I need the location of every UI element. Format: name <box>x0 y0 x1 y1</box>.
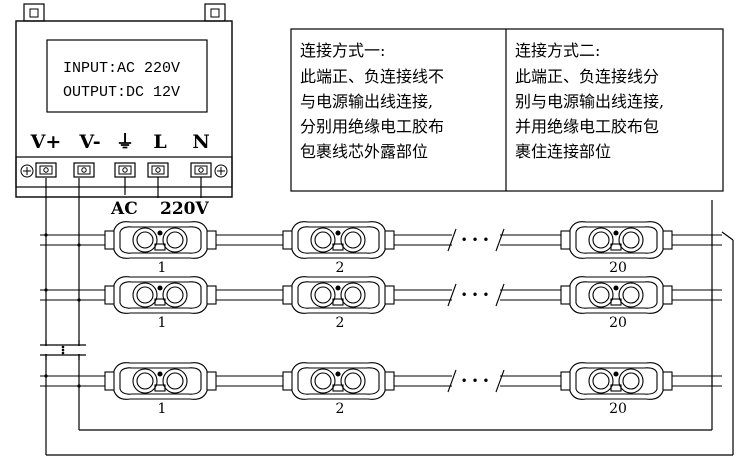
module-number-label: 20 <box>609 401 627 417</box>
led-module <box>560 221 673 259</box>
wire-break-slash <box>447 369 457 393</box>
led-module <box>282 362 395 400</box>
wire-break-slash <box>495 369 505 393</box>
terminal-v-minus-label: V- <box>78 131 100 153</box>
module-number-label: 1 <box>158 401 167 417</box>
terminal-l-label: L <box>153 131 166 153</box>
wire-break-slash <box>447 283 457 307</box>
module-number-label: 1 <box>158 260 167 276</box>
note-2-line: 并用绝缘电工胶布包 <box>515 117 659 136</box>
mounting-tab-right <box>204 3 226 22</box>
wire-break-slash <box>447 228 457 252</box>
module-number-label: 2 <box>336 260 345 276</box>
terminal-n-label: N <box>192 131 209 153</box>
dc-wiring <box>45 178 734 456</box>
junction-dot <box>77 243 81 247</box>
note-2-title: 连接方式二: <box>515 41 600 60</box>
terminal-ground-label: ⏚ <box>116 132 134 153</box>
junction-dot <box>77 384 81 388</box>
junction-dot <box>77 298 81 302</box>
led-module-row: • • • 1 2 20 <box>40 276 722 331</box>
terminal-screw <box>190 162 212 178</box>
continuation-ellipsis: • • • <box>461 374 490 388</box>
rating-label-panel <box>46 39 208 113</box>
led-module <box>560 276 673 314</box>
note-1-line: 与电源输出线连接, <box>300 92 433 111</box>
module-number-label: 2 <box>336 401 345 417</box>
led-module <box>560 362 673 400</box>
module-rows: • • • 1 2 20 • • • 1 2 20 • • • 1 2 20 <box>40 221 722 417</box>
mounting-tab-left <box>23 3 45 22</box>
wire-break-slash <box>495 228 505 252</box>
note-1-line: 此端正、负连接线不 <box>300 67 444 86</box>
led-module <box>282 276 395 314</box>
junction-dot <box>44 374 48 378</box>
module-number-label: 20 <box>609 260 627 276</box>
junction-dot <box>44 288 48 292</box>
continuation-ellipsis: • • • <box>461 233 490 247</box>
led-module-row: • • • 1 2 20 <box>40 362 722 417</box>
note-1-title: 连接方式一: <box>300 41 385 60</box>
power-supply <box>15 3 233 198</box>
led-module-row: • • • 1 2 20 <box>40 221 722 276</box>
terminal-screw <box>147 162 169 178</box>
wire-break-slash <box>495 283 505 307</box>
led-module <box>104 221 217 259</box>
module-number-label: 2 <box>336 315 345 331</box>
break-dots <box>61 345 65 355</box>
note-2-line: 此端正、负连接线分 <box>515 67 659 86</box>
ac-voltage-label: 220V <box>160 199 209 219</box>
module-number-label: 1 <box>158 315 167 331</box>
continuation-ellipsis: • • • <box>461 288 490 302</box>
ac-input-leads <box>124 177 202 198</box>
note-2-line: 别与电源输出线连接, <box>515 92 664 111</box>
led-module <box>104 362 217 400</box>
notes-box <box>290 28 724 192</box>
terminal-screw <box>73 162 95 178</box>
module-number-label: 20 <box>609 315 627 331</box>
output-rating-text: OUTPUT:DC 12V <box>63 84 180 101</box>
led-module <box>104 276 217 314</box>
note-1-line: 包裹线芯外露部位 <box>300 142 428 161</box>
terminal-screw <box>114 162 136 178</box>
terminal-strip <box>15 156 233 188</box>
note-2-line: 裹住连接部位 <box>515 142 611 161</box>
junction-dot <box>44 233 48 237</box>
led-module <box>282 221 395 259</box>
input-rating-text: INPUT:AC 220V <box>63 60 180 77</box>
terminal-labels: V+ V- ⏚ L N <box>30 131 210 153</box>
terminal-screw <box>35 162 57 178</box>
terminal-v-plus-label: V+ <box>30 131 62 153</box>
note-1-line: 分别用绝缘电工胶布 <box>300 117 444 136</box>
terminal-screws <box>35 162 212 178</box>
ac-label: AC <box>110 199 138 219</box>
